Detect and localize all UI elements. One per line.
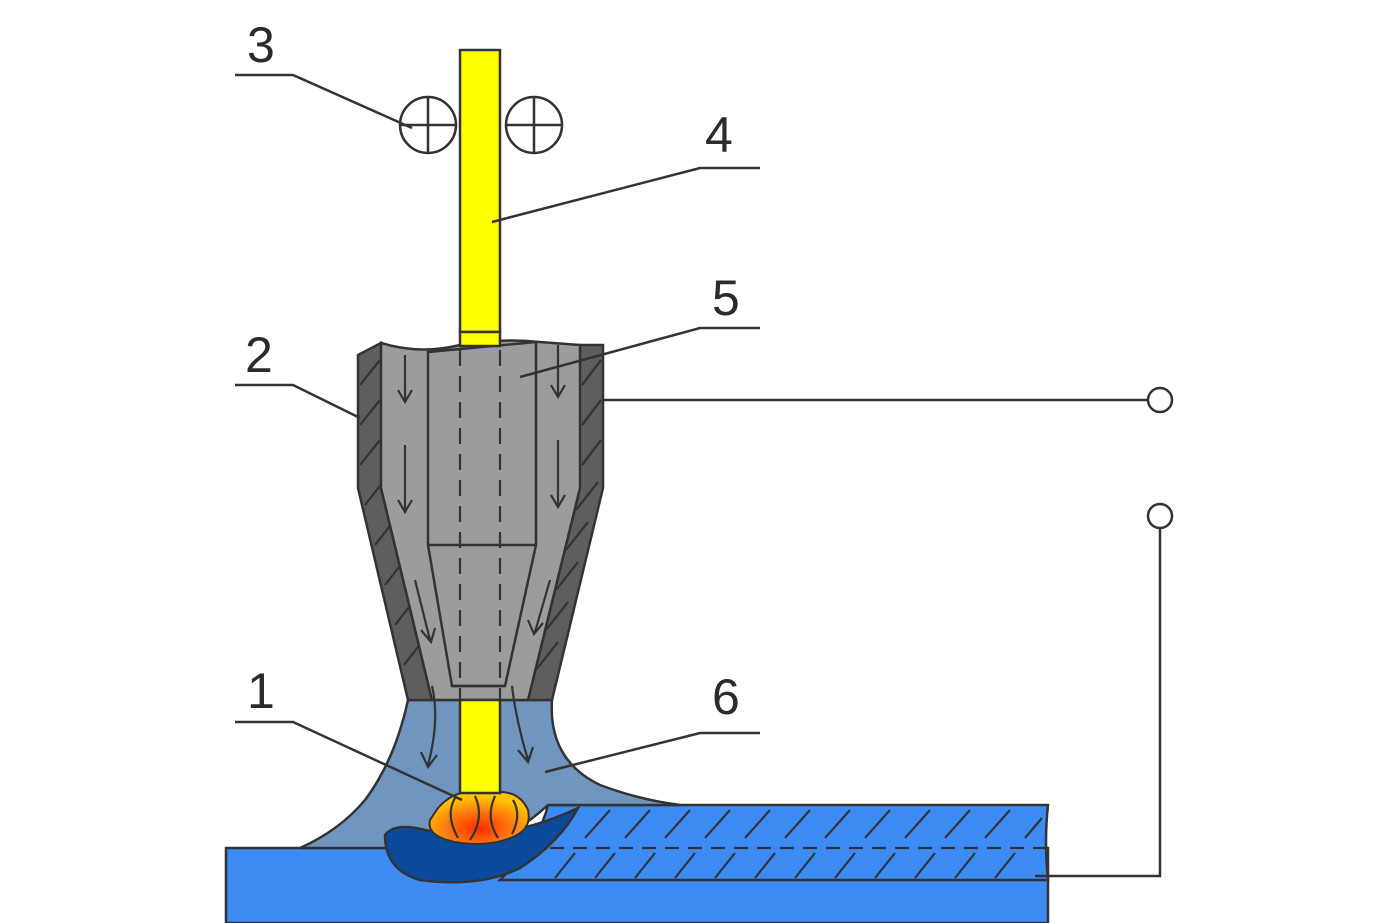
arc-filament-1	[449, 797, 459, 839]
electrode-wire-base	[458, 330, 502, 348]
electrode-wire-lower	[458, 698, 502, 795]
terminal-upper	[1146, 386, 1174, 414]
workpiece	[224, 803, 1050, 923]
leader-lines	[235, 73, 760, 802]
leader-6	[544, 731, 760, 774]
weld-pool	[383, 805, 581, 884]
leader-2	[235, 383, 361, 420]
label-5: 5	[712, 270, 740, 326]
gas-flow-arrows	[397, 345, 566, 770]
arc-filament-2	[469, 795, 481, 841]
label-3: 3	[247, 17, 275, 73]
leader-5	[519, 326, 760, 379]
label-1: 1	[247, 663, 275, 719]
terminal-lower	[1146, 502, 1174, 530]
electrode-wire-upper	[458, 48, 502, 334]
leader-3	[235, 73, 413, 130]
leader-1	[235, 720, 463, 802]
label-2: 2	[245, 327, 273, 383]
feed-rollers	[398, 95, 564, 155]
arc-filament-3	[489, 795, 499, 839]
weld-bead-hatch	[554, 809, 1043, 879]
nozzle-hatch	[359, 359, 602, 671]
leader-4	[491, 166, 760, 224]
power-circuit	[603, 386, 1174, 878]
label-4: 4	[705, 107, 733, 163]
label-6: 6	[712, 669, 740, 725]
arc-filament-4	[511, 799, 519, 835]
